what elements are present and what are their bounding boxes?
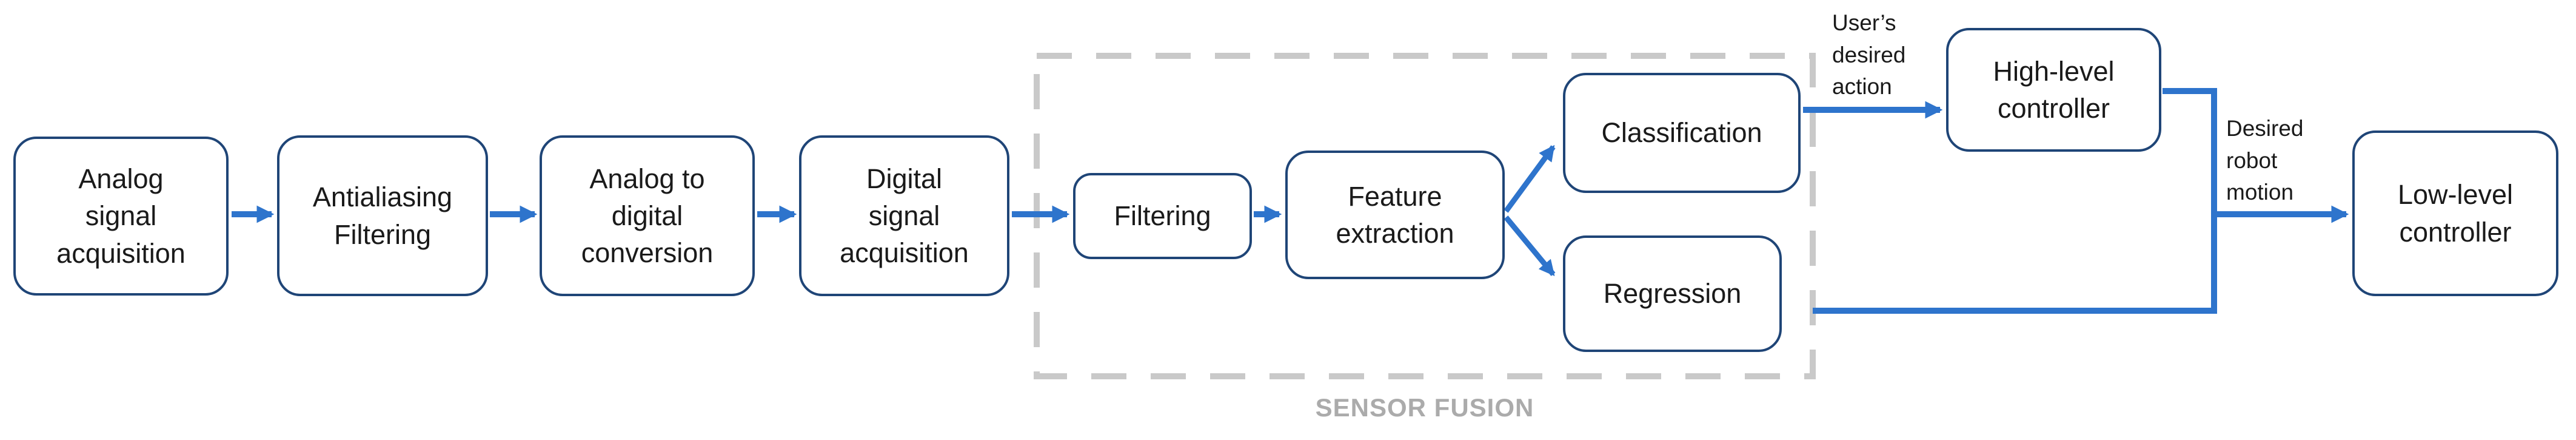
arrow-feature-to-regression — [1504, 215, 1556, 277]
node-analog-to-digital-conversion: Analog to digital conversion — [540, 135, 755, 296]
label-desired-robot-motion: Desired robot motion — [2226, 116, 2304, 205]
node-filtering: Filtering — [1073, 173, 1252, 259]
node-low-level-controller: Low-level controller — [2352, 130, 2558, 296]
node-feature-extraction: Feature extraction — [1285, 151, 1505, 279]
node-antialiasing-filtering: Antialiasing Filtering — [277, 135, 488, 296]
arrow-feature-to-classification — [1504, 144, 1556, 213]
node-digital-signal-acquisition: Digital signal acquisition — [799, 135, 1009, 296]
node-high-level-controller: High-level controller — [1946, 28, 2161, 152]
label-users-desired-action: User’s desired action — [1832, 10, 1906, 100]
node-analog-signal-acquisition: Analog signal acquisition — [13, 137, 229, 296]
node-classification: Classification — [1563, 73, 1801, 193]
sensor-fusion-caption: SENSOR FUSION — [1315, 393, 1534, 422]
node-regression: Regression — [1563, 235, 1782, 352]
connector-high-level-and-regression-junction — [1813, 88, 2217, 314]
